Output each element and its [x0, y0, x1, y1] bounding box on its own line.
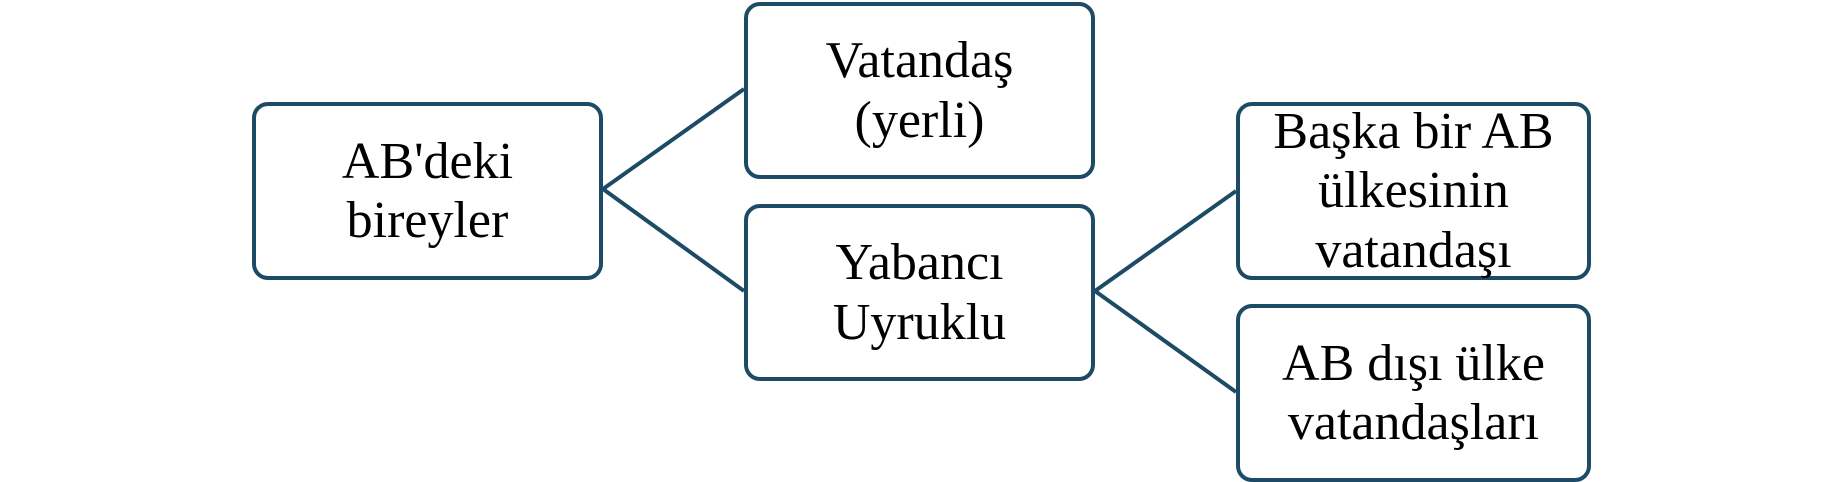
- node-citizen-native: Vatandaş (yerli): [744, 2, 1095, 179]
- edge-foreign-noneu: [1093, 289, 1238, 394]
- edge-root-citizen: [601, 87, 746, 191]
- node-foreign-national: Yabancı Uyruklu: [744, 204, 1095, 381]
- node-other-eu-citizen: Başka bir AB ülkesinin vatandaşı: [1236, 102, 1591, 280]
- node-eu-individuals: AB'deki bireyler: [252, 102, 603, 280]
- node-eu-individuals-label: AB'deki bireyler: [341, 132, 514, 249]
- edge-root-foreign: [601, 187, 746, 293]
- edge-foreign-eu: [1093, 189, 1238, 293]
- node-other-eu-citizen-label: Başka bir AB ülkesinin vatandaşı: [1273, 103, 1554, 279]
- node-non-eu-citizens: AB dışı ülke vatandaşları: [1236, 304, 1591, 482]
- node-non-eu-citizens-label: AB dışı ülke vatandaşları: [1282, 334, 1545, 451]
- node-foreign-national-label: Yabancı Uyruklu: [832, 234, 1007, 351]
- node-citizen-native-label: Vatandaş (yerli): [825, 32, 1014, 149]
